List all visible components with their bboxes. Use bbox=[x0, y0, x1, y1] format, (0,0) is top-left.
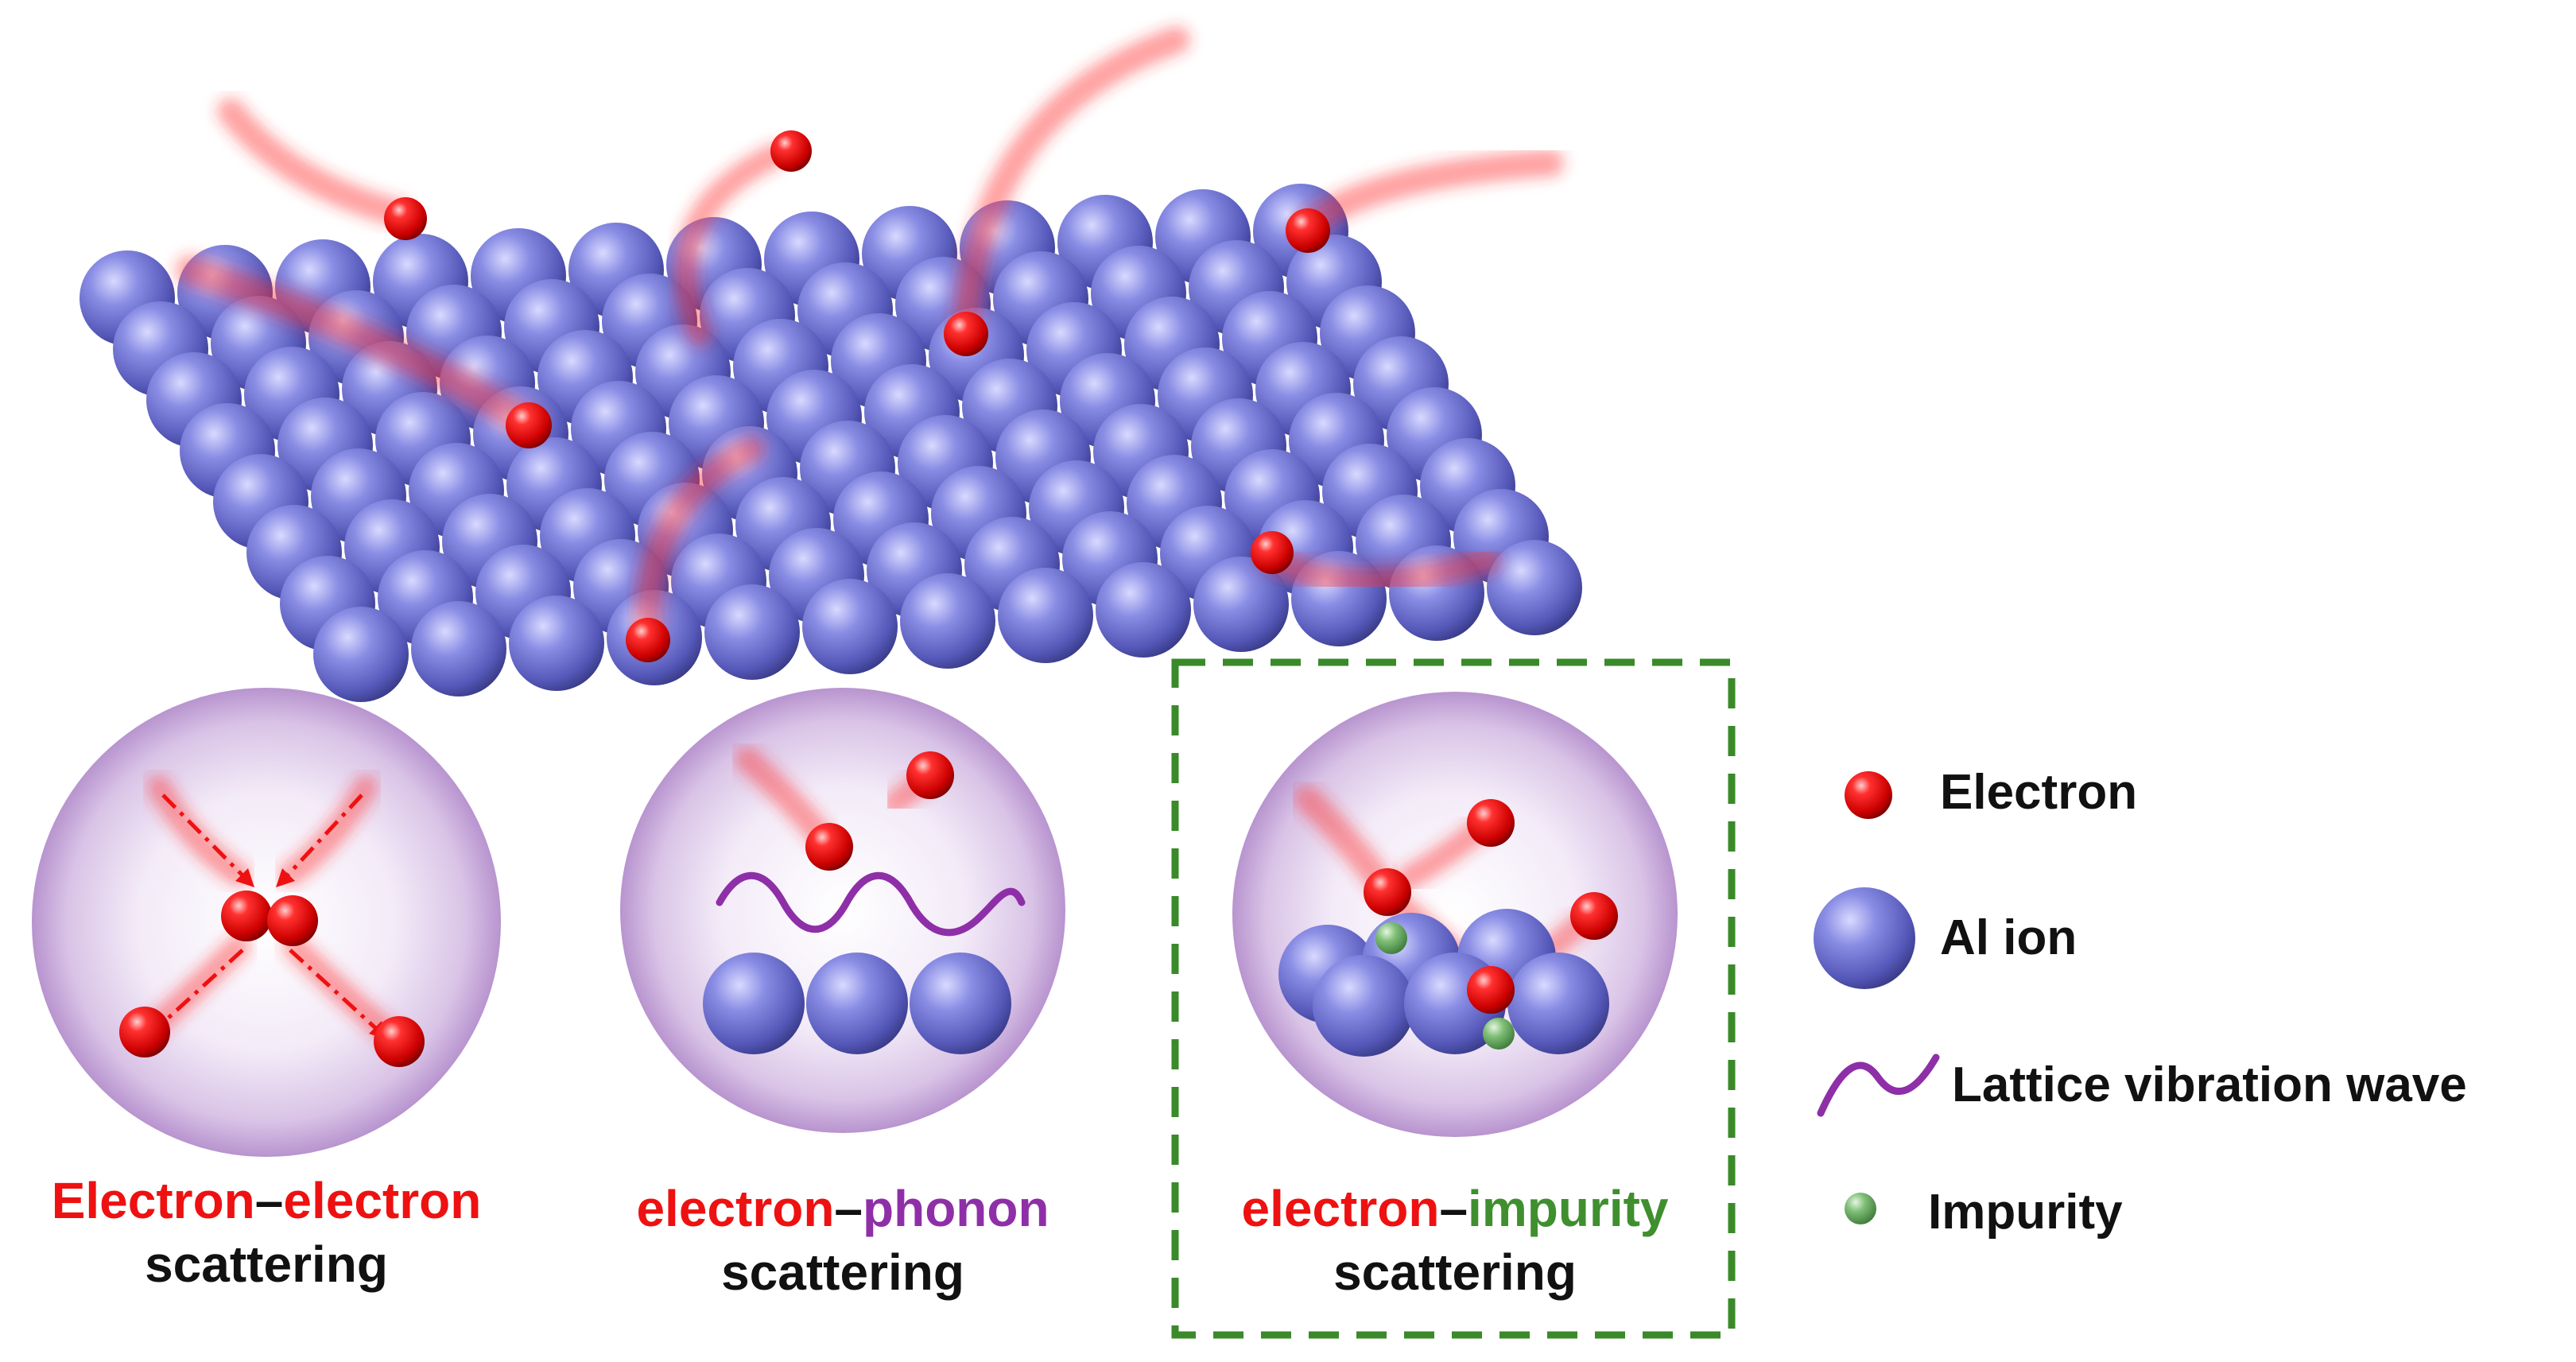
al-ion bbox=[509, 596, 604, 691]
electron bbox=[1251, 531, 1294, 574]
al-ion bbox=[910, 953, 1011, 1054]
arrow-in-left bbox=[161, 794, 250, 883]
caption-electron-phonon: electron–phonon scattering bbox=[588, 1177, 1097, 1304]
electron bbox=[1570, 892, 1618, 940]
caption-term-2: phonon bbox=[863, 1180, 1049, 1237]
legend-electron-label: Electron bbox=[1940, 765, 2138, 820]
caption-dash: – bbox=[834, 1180, 863, 1237]
arrow-out-right bbox=[289, 949, 383, 1035]
caption-electron-impurity: electron–impurity scattering bbox=[1193, 1177, 1717, 1304]
electron-trail bbox=[952, 26, 1190, 343]
al-ion bbox=[1193, 557, 1289, 652]
caption-title: electron–phonon bbox=[588, 1177, 1097, 1240]
electrons bbox=[119, 891, 425, 1067]
legend-al-ion-label: Al ion bbox=[1940, 910, 2077, 965]
panel-electron-impurity bbox=[1171, 658, 1736, 1339]
highlight-frame bbox=[1171, 658, 1736, 1339]
legend-wave-icon bbox=[1817, 1054, 1940, 1117]
caption-subtitle: scattering bbox=[1333, 1244, 1577, 1301]
electron bbox=[267, 895, 318, 946]
lattice-electrons bbox=[176, 26, 1564, 662]
legend-impurity-label: Impurity bbox=[1928, 1185, 2123, 1240]
al-ion bbox=[1507, 953, 1609, 1054]
arrowhead-in-left bbox=[235, 868, 254, 887]
caption-term-2: impurity bbox=[1468, 1180, 1669, 1237]
panel-electron-electron bbox=[32, 688, 501, 1157]
electron-trail bbox=[176, 255, 540, 437]
arrow-out-left bbox=[149, 949, 244, 1035]
electrons bbox=[1364, 799, 1618, 1014]
panel-electron-phonon bbox=[620, 688, 1065, 1133]
electron bbox=[1467, 799, 1515, 847]
lattice-vibration-wave bbox=[716, 871, 1026, 937]
caption-term-2: electron bbox=[283, 1172, 482, 1229]
electron-trail bbox=[1259, 543, 1500, 596]
caption-term-1: electron bbox=[1241, 1180, 1440, 1237]
electron-trail bbox=[1294, 149, 1564, 240]
al-ion bbox=[1096, 562, 1191, 658]
electron bbox=[770, 130, 812, 172]
al-ion bbox=[704, 584, 800, 680]
scattering-arrows bbox=[149, 794, 383, 1035]
al-ion bbox=[806, 953, 908, 1054]
electron bbox=[1364, 868, 1411, 916]
electron bbox=[626, 618, 670, 662]
electron bbox=[805, 823, 853, 871]
impurity bbox=[1375, 922, 1407, 954]
caption-term-1: electron bbox=[636, 1180, 835, 1237]
electron bbox=[384, 197, 427, 240]
impurity bbox=[1483, 1018, 1515, 1050]
electron bbox=[374, 1016, 425, 1067]
caption-dash: – bbox=[254, 1172, 284, 1229]
caption-dash: – bbox=[1439, 1180, 1468, 1237]
al-ion bbox=[802, 579, 898, 674]
electron bbox=[506, 402, 552, 448]
legend-al-ion-icon bbox=[1814, 887, 1915, 989]
al-ion bbox=[1313, 955, 1414, 1057]
al-ion bbox=[1487, 540, 1582, 635]
electron-trail bbox=[634, 436, 765, 650]
electron bbox=[944, 312, 988, 356]
electrons bbox=[805, 751, 954, 871]
arrowhead-in-right bbox=[276, 868, 295, 887]
electron bbox=[221, 891, 272, 941]
legend-electron-icon bbox=[1845, 771, 1892, 819]
al-ions bbox=[703, 953, 1011, 1054]
caption-subtitle: scattering bbox=[145, 1236, 388, 1293]
electron bbox=[119, 1007, 170, 1057]
electron bbox=[1467, 966, 1515, 1014]
electron-trail bbox=[217, 98, 411, 227]
caption-title: electron–impurity bbox=[1193, 1177, 1717, 1240]
legend-wave-label: Lattice vibration wave bbox=[1952, 1057, 2467, 1112]
al-ion-lattice bbox=[80, 184, 1582, 702]
arrow-in-right bbox=[281, 794, 363, 883]
caption-subtitle: scattering bbox=[721, 1244, 964, 1301]
al-ion bbox=[703, 953, 805, 1054]
electron bbox=[906, 751, 954, 799]
legend-impurity-icon bbox=[1845, 1193, 1876, 1224]
al-ion bbox=[313, 607, 409, 702]
electron bbox=[1286, 208, 1330, 253]
caption-term-1: Electron bbox=[51, 1172, 255, 1229]
caption-title: Electron–electron bbox=[20, 1169, 513, 1232]
al-ion bbox=[900, 573, 995, 669]
legend-markers bbox=[1814, 771, 1940, 1224]
al-ion bbox=[998, 568, 1093, 663]
caption-electron-electron: Electron–electron scattering bbox=[20, 1169, 513, 1296]
al-ion bbox=[411, 601, 506, 697]
impurities bbox=[1375, 922, 1515, 1050]
electron-trail bbox=[674, 143, 787, 346]
